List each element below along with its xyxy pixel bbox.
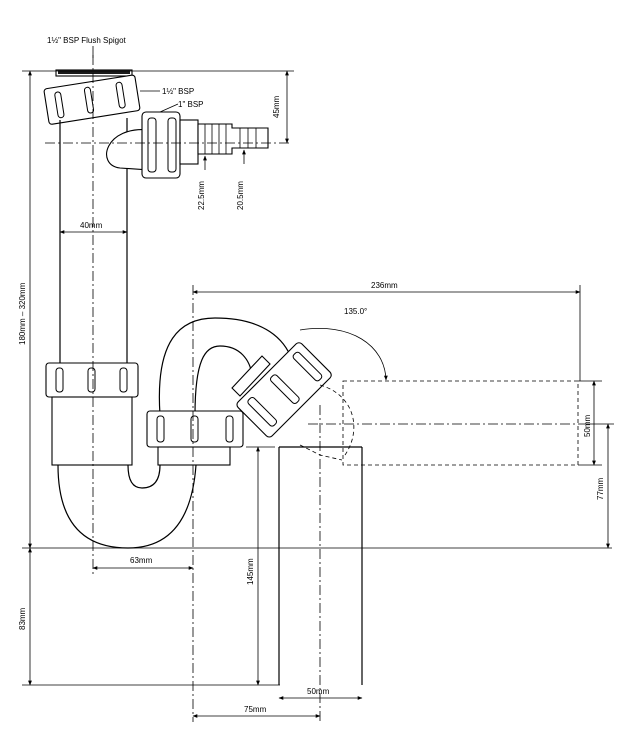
top-nut — [43, 74, 141, 125]
dim-45-label: 45mm — [272, 95, 281, 118]
side-inlet-connector — [141, 111, 269, 179]
angled-outlet — [236, 342, 332, 438]
u-bend — [57, 464, 197, 549]
vertical-outlet-pipe — [278, 446, 363, 685]
dim-63-label: 63mm — [130, 556, 153, 565]
flush-spigot — [55, 69, 133, 77]
dim-75-label: 75mm — [244, 705, 267, 714]
dim-236-label: 236mm — [371, 281, 398, 290]
dim-145-label: 145mm — [246, 558, 255, 585]
dim-83-label: 83mm — [18, 607, 27, 630]
dim-77-label: 77mm — [596, 477, 605, 500]
overflow-dome — [106, 129, 151, 171]
dim-40-label: 40mm — [80, 221, 103, 230]
outlet-fin — [231, 355, 271, 397]
left-pipe-nut — [45, 362, 139, 466]
bsp-1-5-label: 1½" BSP — [162, 87, 194, 96]
outlet-alt-position — [299, 380, 579, 466]
dim-22-5-label: 22.5mm — [197, 181, 206, 210]
dim-50-right-label: 50mm — [583, 414, 592, 437]
s-arch-bend — [158, 317, 293, 416]
angle-135-label: 135.0° — [344, 307, 367, 316]
bsp-1-label: 1" BSP — [178, 100, 204, 109]
dim-20-5-label: 20.5mm — [236, 181, 245, 210]
arch-nut — [146, 410, 244, 466]
spigot-label: 1½" BSP Flush Spigot — [47, 36, 127, 45]
dim-180-320-label: 180mm – 320mm — [18, 282, 27, 345]
dim-50-bottom-label: 50mm — [307, 687, 330, 696]
